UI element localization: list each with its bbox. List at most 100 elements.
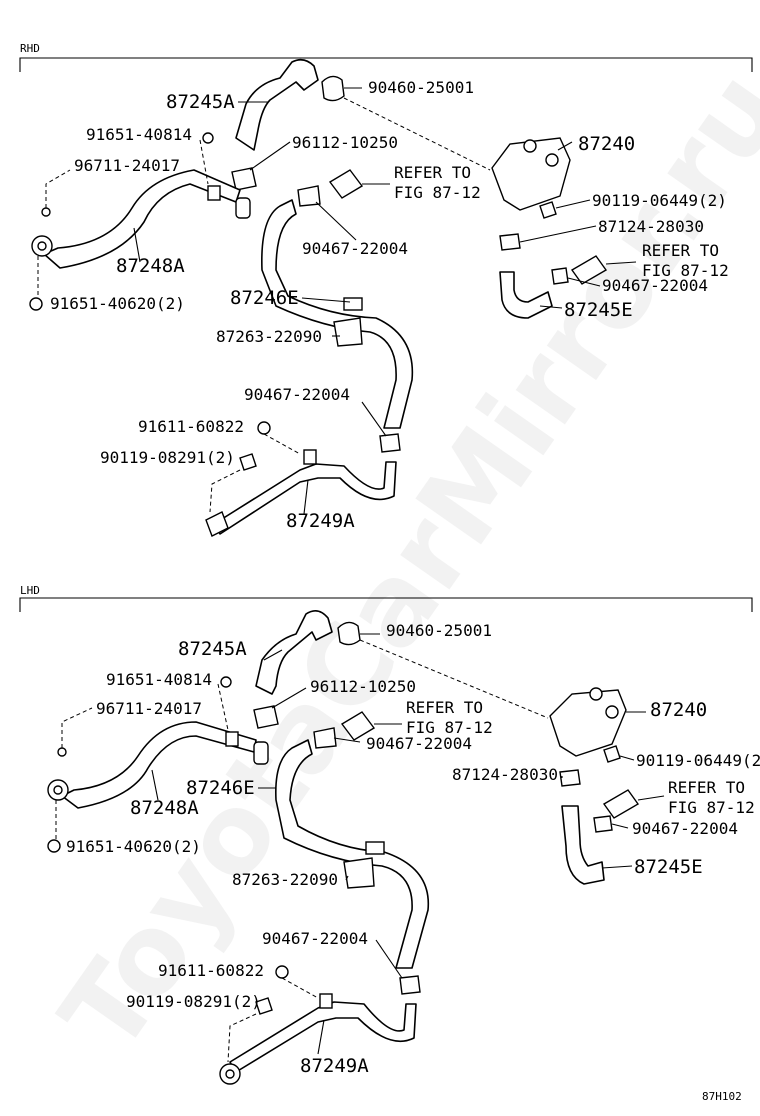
lhd-bracket-87263-22090	[343, 857, 375, 889]
label-91651-40814: 91651-40814	[86, 125, 192, 144]
lhd-label-87248a: 87248A	[130, 797, 199, 819]
clamp-90467-22004-c	[379, 433, 401, 453]
lhd-clamp-90467-22004-c	[399, 975, 421, 995]
lhd-label-90119-06449: 90119-06449(2)	[636, 751, 760, 770]
hose-87245a	[235, 58, 319, 151]
lhd-clamp-90460-25001	[337, 621, 361, 646]
label-90119-06449: 90119-06449(2)	[592, 191, 727, 210]
lhd-bolt-90119-06449	[603, 745, 621, 763]
lhd-label-90467-22004-a: 90467-22004	[366, 734, 472, 753]
lhd-leader-87245e	[601, 865, 633, 869]
lhd-leader-87249a	[317, 1019, 325, 1055]
hose-87246e	[261, 199, 414, 429]
lhd-clamp-87124-28030	[559, 769, 581, 787]
hose-87246e-clip	[343, 297, 363, 311]
label-90119-08291: 90119-08291(2)	[100, 448, 235, 467]
lhd-nut-91611-60822-icon	[275, 965, 289, 979]
lhd-plug-96711-24017	[57, 747, 67, 757]
label-96112-10250: 96112-10250	[292, 133, 398, 152]
leader-87246e	[301, 297, 351, 303]
leader-91611	[263, 433, 301, 455]
lhd-label-87245e: 87245E	[634, 856, 703, 878]
label-87245e: 87245E	[564, 299, 633, 321]
label-91611-60822: 91611-60822	[138, 417, 244, 436]
leader-90467-a	[567, 277, 601, 287]
lhd-leader-91651-40814	[217, 683, 229, 731]
label-90467-22004-a: 90467-22004	[602, 276, 708, 295]
leader-87249a	[303, 479, 309, 515]
hose-87248a-end	[235, 197, 251, 219]
label-87249a: 87249A	[286, 510, 355, 532]
lhd-leader-90119-06449	[619, 755, 635, 761]
lhd-label-87124-28030: 87124-28030	[452, 765, 558, 784]
lhd-nut-91651-40814-icon	[220, 676, 232, 688]
lhd-hose-87245a	[255, 610, 333, 695]
label-91651-40620: 91651-40620(2)	[50, 294, 185, 313]
lhd-hose-87248a-end	[253, 741, 269, 765]
lhd-label-87263-22090: 87263-22090	[232, 870, 338, 889]
valve-87240-port-a	[523, 139, 537, 153]
label-87124-28030: 87124-28030	[598, 217, 704, 236]
lhd-label-90467-22004-b: 90467-22004	[632, 819, 738, 838]
leader-90119-08291	[209, 469, 241, 513]
lhd-leader-91611	[281, 977, 319, 999]
bracket-87263-22090	[333, 317, 363, 347]
section-bracket-lhd	[19, 597, 753, 612]
lhd-label-96112-10250: 96112-10250	[310, 677, 416, 696]
label-87240: 87240	[578, 133, 635, 155]
label-fig-87-12-2: FIG 87-12	[642, 261, 729, 280]
leader-96711	[45, 169, 71, 208]
lhd-label-96711-24017: 96711-24017	[96, 699, 202, 718]
lhd-hose-87246e	[275, 739, 430, 969]
label-87246e: 87246E	[230, 287, 299, 309]
lhd-label-91611-60822: 91611-60822	[158, 961, 264, 980]
lhd-hose-87245e	[561, 805, 605, 885]
lhd-label-fig-87-12-2: FIG 87-12	[668, 798, 755, 817]
clamp-90467-22004-a	[551, 267, 569, 285]
clamp-87124-28030	[499, 233, 521, 251]
section-title-lhd: LHD	[20, 584, 40, 597]
leader-87240	[557, 141, 573, 151]
leader-refer2	[605, 261, 637, 265]
lhd-leader-87248a	[151, 769, 159, 801]
lhd-leader-87245a	[263, 649, 283, 661]
lhd-clamp-96112-10250	[253, 705, 279, 729]
leader-90467-b	[315, 201, 357, 241]
pipe-87249a-flange	[205, 511, 229, 537]
lhd-label-87240: 87240	[650, 699, 707, 721]
leader-90467-c	[361, 401, 387, 437]
lhd-valve-87240-port-a	[589, 687, 603, 701]
label-90467-22004-c: 90467-22004	[244, 385, 350, 404]
lhd-clamp-90467-22004-b	[593, 815, 613, 833]
nut-91611-60822-icon	[257, 421, 271, 435]
lhd-pipe-refer-fig-87-12-a	[340, 711, 376, 741]
lhd-clamp-90467-22004-a	[313, 727, 337, 749]
label-87263-22090: 87263-22090	[216, 327, 322, 346]
hose-87248a-clip	[207, 185, 221, 201]
lhd-label-refer-to-1: REFER TO	[406, 698, 483, 717]
leader-87124	[519, 225, 597, 243]
lhd-label-fig-87-12-1: FIG 87-12	[406, 718, 493, 737]
leader-87248a	[133, 227, 141, 263]
figure-code: 87H102	[702, 1090, 742, 1103]
leader-87245e	[539, 305, 563, 309]
lhd-label-90467-22004-c: 90467-22004	[262, 929, 368, 948]
pipe-87249a-clip	[303, 449, 317, 465]
lhd-label-87249a: 87249A	[300, 1055, 369, 1077]
bolt-90119-08291	[239, 453, 257, 471]
plug-96711-24017	[41, 207, 51, 217]
lhd-leader-90467-c	[375, 939, 403, 979]
nut-91651-40814-icon	[202, 132, 214, 144]
label-96711-24017: 96711-24017	[74, 156, 180, 175]
leader-91651-40814	[199, 139, 209, 185]
clamp-90467-22004-b	[297, 185, 321, 207]
lhd-pipe-refer-fig-87-12-b	[602, 789, 640, 819]
lhd-leader-96112	[271, 687, 307, 709]
lhd-label-87246e: 87246E	[186, 777, 255, 799]
lhd-hose-87248a-flange-hole	[53, 785, 63, 795]
leader-90119-06449	[555, 199, 591, 209]
section-title-rhd: RHD	[20, 42, 40, 55]
pipe-87249a	[213, 461, 397, 535]
lhd-pipe-87249a-clip	[319, 993, 333, 1009]
